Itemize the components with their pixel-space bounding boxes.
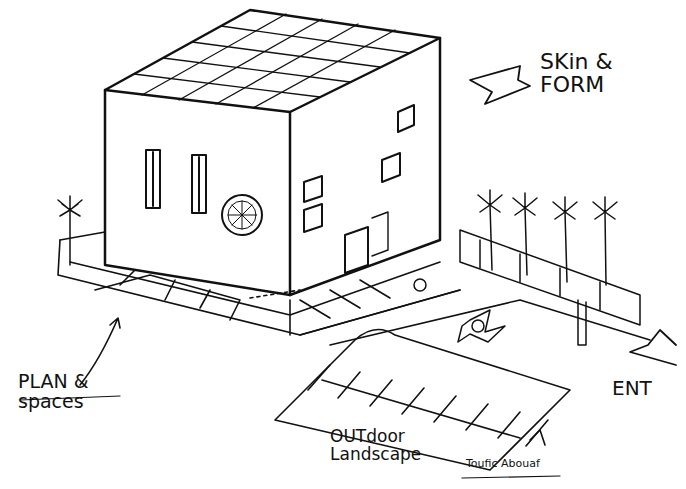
underline [462,476,560,478]
callout-label: ENT [612,378,682,399]
callout-label: SKin & FORM [540,50,660,96]
front-windows [146,150,262,235]
palm-tree [58,196,82,265]
front-wall [105,90,290,295]
plaza-plant [414,279,505,342]
signature: Toufic Abouaf [466,458,576,470]
fence [460,230,640,345]
callout-label: PLAN & spaces [18,372,123,412]
side-wall [290,38,440,295]
callout-label: OUTdoor Landscape [330,428,460,464]
side-windows [304,105,414,273]
roof-outline [105,10,440,112]
walkway [300,290,650,345]
entry-arrow [630,330,676,365]
palm-row [478,190,617,285]
parking-lot [275,330,570,470]
callout-arrow [470,66,530,104]
roof-grid [134,14,410,108]
